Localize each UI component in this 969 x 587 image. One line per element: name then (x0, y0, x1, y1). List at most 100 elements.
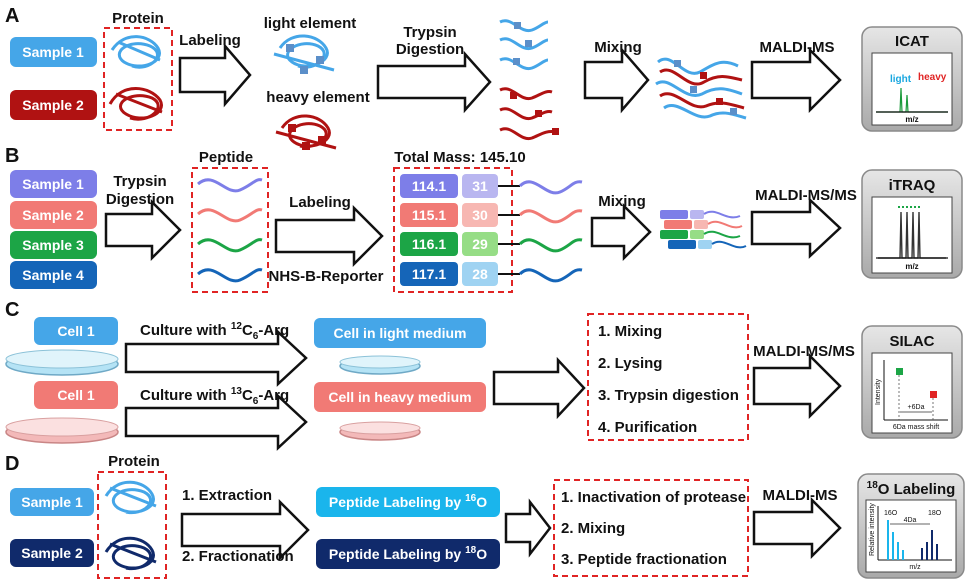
reporter-row: 115.1 30 (400, 203, 520, 227)
panel-letter-a: A (5, 5, 19, 27)
peak-light-label: 16O (884, 510, 898, 517)
reporter-row: 114.1 31 (400, 174, 520, 198)
petri-dish-heavy (339, 421, 421, 441)
arrow-icon (178, 42, 252, 108)
reporter-mass: 114.1 (412, 178, 446, 194)
arrow-icon (274, 204, 384, 268)
protein-coil-heavy (104, 536, 157, 571)
spectrum-light-label: light (890, 74, 912, 85)
sample-2-label: Sample 2 (22, 207, 84, 223)
step-item: 4. Purification (598, 419, 697, 436)
heavy-tags (510, 92, 559, 135)
light-tags (513, 22, 532, 65)
arrow-icon (504, 498, 552, 558)
o18-title: 18O Labeling (867, 480, 956, 498)
protein-label: Protein (112, 10, 164, 27)
panel-letter-c: C (5, 299, 19, 321)
panel-letter-b: B (5, 145, 19, 167)
step-item: 3. Peptide fractionation (561, 551, 727, 568)
silac-steps-box (587, 313, 749, 441)
trypsin-label-line1: Trypsin (113, 173, 166, 190)
protein-dashed-box (97, 471, 167, 579)
x-axis-label: 6Da mass shift (893, 424, 939, 431)
labeling-light-label: Peptide Labeling by 16O (329, 493, 487, 510)
sample-2-label: Sample 2 (22, 97, 84, 113)
medium-light-label: Cell in light medium (333, 325, 466, 341)
balancer-mass: 30 (472, 207, 488, 223)
panel-letter-d: D (5, 453, 19, 475)
x-axis-label: m/z (909, 564, 921, 571)
protein-label: Protein (108, 453, 160, 470)
arrow-icon (752, 352, 842, 420)
mass-shift-label: +6Da (908, 404, 925, 411)
labeled-protein-light (273, 34, 335, 74)
maldi-msms-label: MALDI-MS/MS (755, 187, 857, 204)
medium-pill-heavy: Cell in heavy medium (314, 382, 486, 412)
trypsin-label-line2: Digestion (396, 41, 464, 58)
spectrum-heavy-label: heavy (918, 72, 947, 83)
itraq-result-panel: iTRAQ m/z (861, 169, 963, 279)
y-axis-label: Relative intensity (869, 503, 876, 556)
sample-pill: Sample 1 (10, 170, 97, 198)
protein-dashed-box (103, 27, 173, 131)
sample-pill: Sample 2 (10, 90, 97, 120)
extraction-label: 1. Extraction (182, 487, 272, 504)
balancer-mass: 28 (472, 266, 488, 282)
step-item: 1. Inactivation of protease (561, 489, 746, 506)
sample-1-label: Sample 1 (22, 176, 84, 192)
light-peptides (499, 19, 549, 71)
petri-dish-light (5, 349, 119, 376)
balancer-mass: 31 (472, 178, 488, 194)
reporter-mass: 117.1 (412, 266, 446, 282)
arrow-icon (104, 198, 182, 262)
mixing-label: Mixing (594, 39, 642, 56)
icat-title: ICAT (895, 33, 929, 50)
maldi-ms-label: MALDI-MS (760, 39, 835, 56)
step-item: 1. Mixing (598, 323, 662, 340)
labeled-peptide-strands (518, 180, 583, 283)
protein-coil-light (110, 35, 161, 69)
sample-1-label: Sample 1 (22, 44, 84, 60)
arrow-icon (590, 202, 652, 262)
balancer-mass: 29 (472, 236, 488, 252)
medium-pill-light: Cell in light medium (314, 318, 486, 348)
mixed-tags (674, 60, 737, 115)
culture-light-label: Culture with 12C6-Arg (140, 321, 289, 342)
arrow-icon (376, 50, 492, 114)
maldi-ms-label: MALDI-MS (763, 487, 838, 504)
labeling-label: Labeling (179, 32, 241, 49)
icat-result-panel: ICAT light heavy m/z (861, 26, 963, 132)
cell-label: Cell 1 (57, 387, 95, 403)
arrow-icon (750, 46, 842, 114)
silac-title: SILAC (890, 333, 935, 350)
sample-4-label: Sample 4 (22, 267, 84, 283)
peptide-dashed-box (191, 167, 269, 293)
sample-3-label: Sample 3 (22, 237, 84, 253)
mz-label: m/z (905, 115, 918, 124)
sample-1-label: Sample 1 (21, 494, 83, 510)
total-mass-label: Total Mass: 145.10 (394, 149, 525, 166)
labeling-pill-light: Peptide Labeling by 16O (316, 487, 500, 517)
heavy-peptides (499, 87, 557, 141)
step-item: 3. Trypsin digestion (598, 387, 739, 404)
arrow-icon (124, 329, 308, 387)
sample-pill: Sample 1 (10, 37, 97, 67)
sample-pill: Sample 2 (10, 539, 94, 567)
step-item: 2. Lysing (598, 355, 662, 372)
arrow-icon (492, 356, 586, 420)
arrow-icon (583, 46, 650, 114)
mixing-label: Mixing (598, 193, 646, 210)
sample-pill: Sample 3 (10, 231, 97, 259)
peptide-label: Peptide (199, 149, 253, 166)
step-item: 2. Mixing (561, 520, 625, 537)
protein-coil-heavy (108, 87, 163, 121)
sample-pill: Sample 2 (10, 201, 97, 229)
labeling-heavy-label: Peptide Labeling by 18O (329, 545, 487, 562)
silac-result-panel: SILAC Intensity 6Da mass shift +6Da (861, 325, 963, 439)
mz-label: m/z (905, 262, 918, 271)
o18-result-panel: 18O Labeling Relative intensity m/z 16O … (857, 473, 965, 579)
reporter-mass: 115.1 (412, 207, 446, 223)
light-element-label: light element (264, 15, 357, 32)
sample-pill: Sample 1 (10, 488, 94, 516)
maldi-msms-label: MALDI-MS/MS (753, 343, 855, 360)
